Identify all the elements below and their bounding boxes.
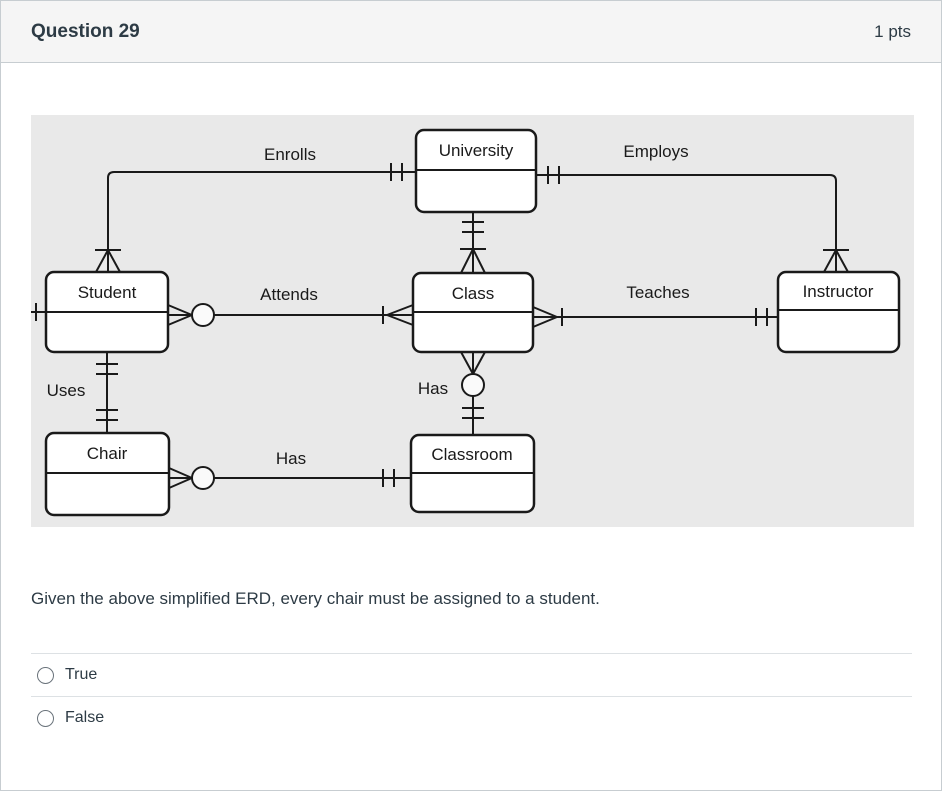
crow-foot-class-top-icon	[460, 248, 486, 274]
entity-chair-label: Chair	[87, 444, 128, 463]
question-body: University Student Class	[1, 115, 941, 739]
entity-instructor: Instructor	[776, 270, 901, 354]
erd-relationship-labels: Enrolls Employs Attends Teaches Uses Has…	[47, 142, 690, 468]
question-points: 1 pts	[874, 21, 911, 41]
relationship-label-teaches: Teaches	[626, 283, 689, 302]
crow-foot-chair-right-icon	[168, 467, 193, 489]
erd-diagram-image: University Student Class	[31, 115, 914, 527]
enrolls-line	[107, 171, 416, 272]
crow-foot-class-left-icon	[382, 304, 414, 326]
one-tick-classroom-top-icon	[462, 407, 484, 419]
relationship-label-enrolls: Enrolls	[264, 145, 316, 164]
entity-classroom: Classroom	[409, 433, 536, 514]
entity-instructor-label: Instructor	[803, 282, 874, 301]
zero-circle-attends-icon	[191, 303, 215, 327]
crow-foot-student-top-icon	[95, 249, 121, 273]
relationship-label-attends: Attends	[260, 285, 318, 304]
relationship-label-uses: Uses	[47, 381, 86, 400]
entity-university-label: University	[439, 141, 514, 160]
one-tick-university-left-icon	[390, 163, 403, 181]
zero-circle-has-class-icon	[461, 373, 485, 397]
answer-option-true[interactable]: True	[31, 653, 912, 696]
one-tick-instructor-left-icon	[755, 308, 768, 326]
one-tick-chair-top-icon	[96, 409, 118, 421]
employs-line	[536, 174, 837, 272]
erd-svg: University Student Class	[31, 128, 901, 517]
crow-foot-class-right-icon	[532, 306, 563, 328]
entity-chair: Chair	[44, 431, 171, 517]
question-header: Question 29 1 pts	[1, 1, 941, 63]
option-true-label[interactable]: True	[65, 666, 98, 683]
one-tick-university-bottom-icon	[462, 221, 484, 233]
relationship-label-has-class: Has	[418, 379, 448, 398]
one-tick-classroom-left-icon	[382, 469, 395, 487]
answer-option-false[interactable]: False	[31, 696, 912, 739]
erd-entities: University Student Class	[44, 128, 901, 517]
one-tick-university-right-icon	[547, 166, 560, 184]
erd-cardinality-marks	[35, 163, 849, 490]
crow-foot-class-bottom-icon	[460, 351, 486, 375]
entity-university: University	[414, 128, 538, 214]
answer-options: True False	[31, 653, 912, 739]
crow-foot-student-right-icon	[167, 304, 193, 326]
question-text: Given the above simplified ERD, every ch…	[31, 589, 600, 608]
radio-false-icon[interactable]	[37, 709, 54, 727]
radio-true-icon[interactable]	[37, 666, 54, 684]
one-tick-student-bottom-icon	[96, 363, 118, 375]
entity-classroom-label: Classroom	[431, 445, 512, 464]
relationship-label-has-chair: Has	[276, 449, 306, 468]
relationship-label-employs: Employs	[623, 142, 688, 161]
option-false-label[interactable]: False	[65, 709, 105, 726]
entity-class-label: Class	[452, 284, 495, 303]
entity-class: Class	[411, 271, 535, 354]
zero-circle-has-chair-icon	[191, 466, 215, 490]
entity-student: Student	[44, 270, 170, 354]
entity-student-label: Student	[78, 283, 137, 302]
crow-foot-instructor-top-icon	[823, 249, 849, 273]
question-title: Question 29	[31, 20, 140, 42]
